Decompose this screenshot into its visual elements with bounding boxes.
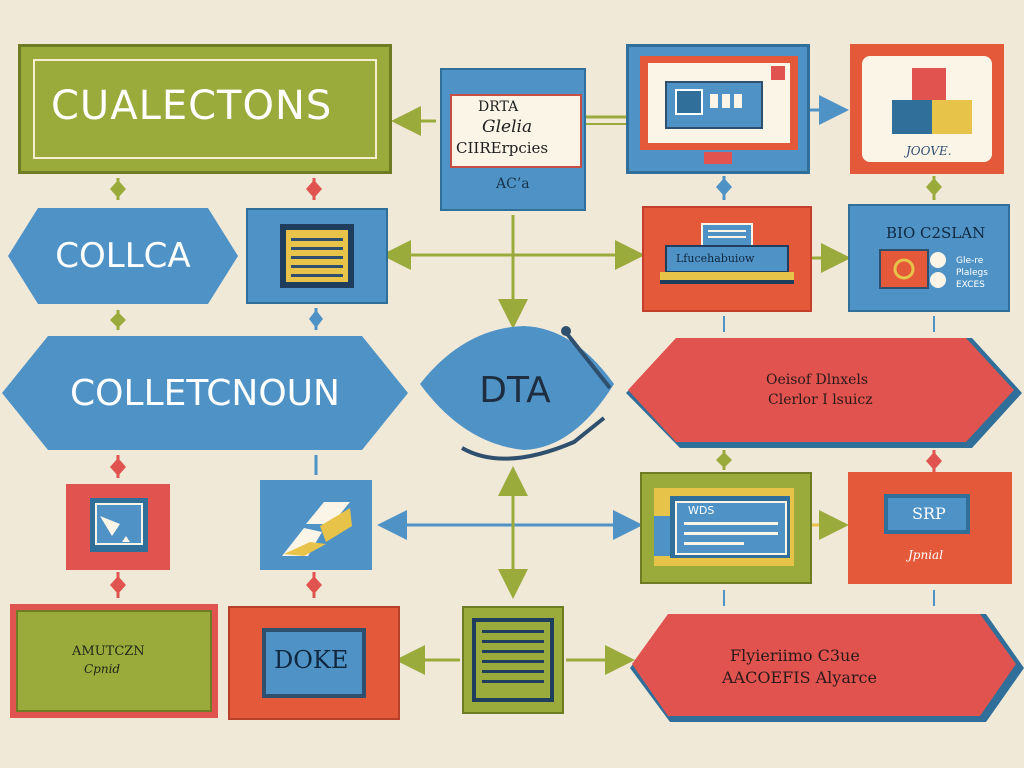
node-cualectons[interactable]: CUALECTONS [18, 44, 392, 174]
srp-card-sub: Jpnial [908, 548, 944, 562]
bio-card-title: BIO C2SLAN [886, 224, 986, 242]
edge-junction-diamonds [110, 178, 942, 594]
node-dta[interactable] [414, 322, 624, 466]
data-card-line2: Glelia [482, 117, 533, 137]
node-amutczn[interactable]: AMUTCZN Cpnid [10, 604, 218, 718]
data-card-line1: DRTA [478, 99, 519, 115]
node-deisof-line2: Clerlor I lsuicz [768, 392, 873, 408]
srp-card-label: SRP [912, 504, 946, 523]
node-doke[interactable]: DOKE [228, 606, 400, 720]
list-icon [472, 618, 554, 702]
node-deisof-line1: Oeisof Dlnxels [766, 372, 869, 388]
node-blocks-card[interactable]: JOOVE. [850, 44, 1004, 174]
node-bio-card[interactable]: BIO C2SLAN Gle-re Plalegs EXCES [848, 204, 1010, 312]
node-list-card[interactable] [462, 606, 564, 714]
node-srp-card[interactable]: SRP Jpnial [848, 472, 1012, 584]
bio-card-legend-icons [879, 249, 946, 289]
bio-card-legend3: EXCES [956, 280, 985, 290]
node-monitor[interactable] [626, 44, 810, 174]
node-collectcnoun-label: COLLETCNOUN [70, 372, 340, 414]
monitor-icon [640, 56, 798, 164]
frame-icon [90, 498, 148, 552]
node-flyertlimo-line2: AACOEFIS Alyarce [722, 668, 877, 687]
bio-card-legend1: Gle-re [956, 256, 984, 266]
laptop-label: Lfucehabuiow [676, 252, 755, 265]
node-data-card[interactable]: DRTA Glelia CIIRErpcies AC’a [440, 68, 586, 211]
blocks-card-label: JOOVE. [906, 144, 952, 158]
node-flyertlimo[interactable] [630, 614, 1024, 722]
node-collca[interactable] [8, 208, 238, 304]
node-laptop[interactable]: Lfucehabuiow [642, 206, 812, 312]
bio-card-legend2: Plalegs [956, 268, 988, 278]
node-frame-icon[interactable] [66, 484, 170, 570]
data-card-line3: CIIRErpcies [456, 139, 549, 157]
wds-window-icon [654, 488, 794, 566]
data-card-footer: AC’a [496, 176, 530, 192]
doke-label: DOKE [274, 646, 349, 674]
node-collectcnoun[interactable] [2, 336, 408, 450]
laptop-icon [660, 223, 794, 284]
node-flyertlimo-line1: Flyieriimo C3ue [730, 646, 860, 665]
node-wds-card[interactable]: WDS [640, 472, 812, 584]
node-shape-icon[interactable] [260, 480, 372, 570]
node-notepad[interactable] [246, 208, 388, 304]
node-cualectons-label: CUALECTONS [51, 83, 333, 129]
wds-card-label: WDS [688, 504, 715, 517]
blocks-icon [892, 68, 972, 134]
edge-data-monitor [586, 115, 626, 125]
data-card-panel: DRTA Glelia CIIRErpcies [450, 94, 582, 168]
notepad-icon [280, 224, 354, 288]
amutczn-line2: Cpnid [84, 662, 121, 676]
node-deisof[interactable] [626, 338, 1022, 448]
amutczn-line1: AMUTCZN [72, 644, 145, 659]
node-dta-label: DTA [479, 369, 551, 411]
node-collca-label: COLLCA [55, 236, 191, 276]
shape-icon [282, 502, 352, 556]
